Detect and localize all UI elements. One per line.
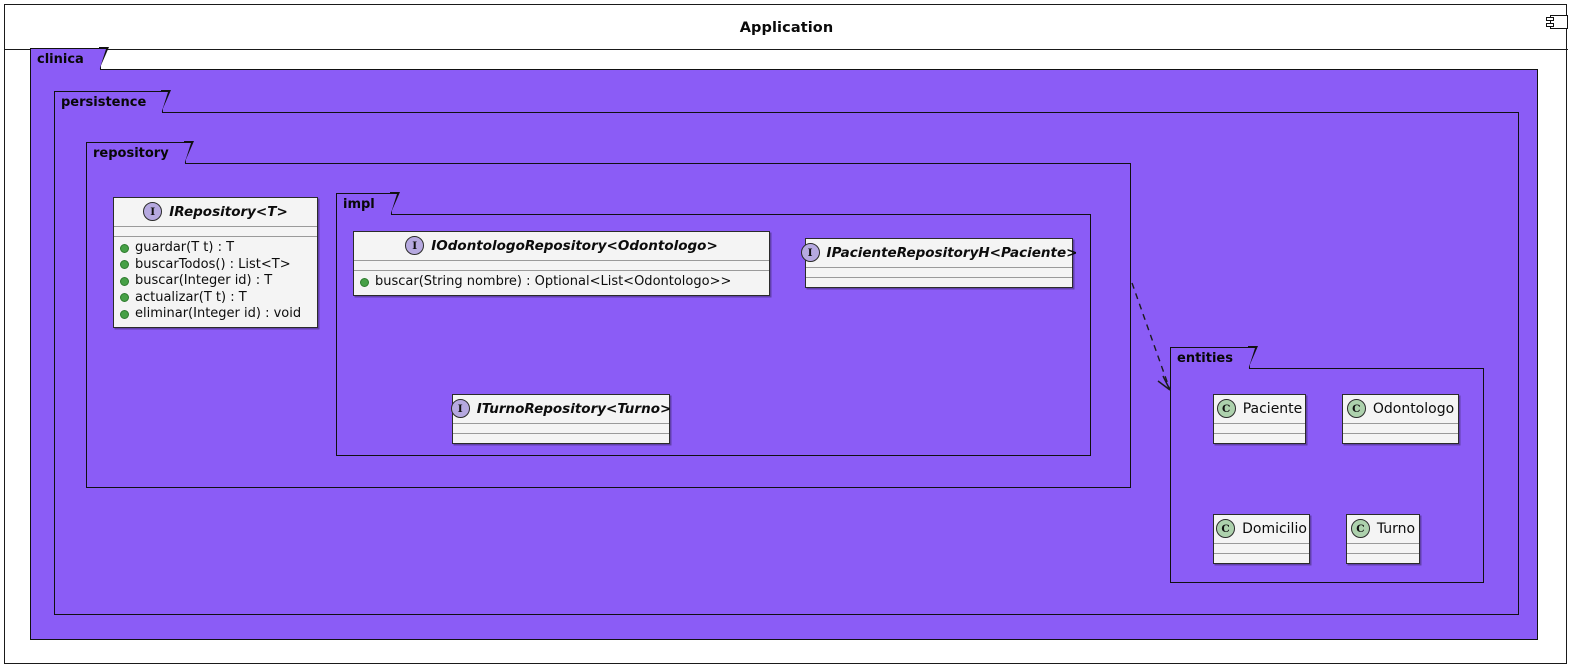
package-label-entities: entities xyxy=(1177,351,1233,366)
component-icon-tab-upper xyxy=(1546,17,1554,21)
class-turno-attributes xyxy=(1347,544,1419,554)
interface-irepository-name: IRepository<T> xyxy=(169,203,288,220)
interface-iodontologorepository-header: I IOdontologoRepository<Odontologo> xyxy=(354,232,769,261)
class-domicilio-attributes xyxy=(1214,544,1309,554)
visibility-public-icon xyxy=(120,260,129,270)
class-turno-header: C Turno xyxy=(1347,515,1419,544)
visibility-public-icon xyxy=(120,309,129,319)
visibility-public-icon xyxy=(120,276,129,286)
interface-iodontologorepository-name: IOdontologoRepository<Odontologo> xyxy=(431,237,718,254)
method-label: guardar(T t) : T xyxy=(135,240,235,255)
page-title: Application xyxy=(739,20,834,36)
component-icon-tab-lower xyxy=(1546,23,1554,27)
class-domicilio-header: C Domicilio xyxy=(1214,515,1309,544)
interface-ipacienterepositoryh[interactable]: I IPacienteRepositoryH<Paciente> xyxy=(800,238,1077,288)
interface-iturnorepository-name: ITurnoRepository<Turno> xyxy=(476,400,672,417)
class-domicilio-name: Domicilio xyxy=(1242,520,1307,537)
interface-stereotype-icon: I xyxy=(143,202,163,221)
method-label: actualizar(T t) : T xyxy=(135,289,247,305)
method-row: actualizar(T t) : T xyxy=(120,290,311,307)
package-tab-clinica: clinica xyxy=(30,47,109,71)
class-stereotype-icon: C xyxy=(1350,519,1370,538)
interface-ipacienterepositoryh-attributes xyxy=(806,268,1072,278)
method-row: eliminar(Integer id) : void xyxy=(120,306,311,323)
package-tab-impl: impl xyxy=(336,192,400,216)
class-turno-name: Turno xyxy=(1376,520,1416,537)
class-odontologo-attributes xyxy=(1343,424,1458,434)
class-paciente-attributes xyxy=(1214,424,1305,434)
package-label-impl: impl xyxy=(343,197,375,212)
interface-iturnorepository-header: I ITurnoRepository<Turno> xyxy=(450,395,672,424)
interface-irepository-methods: guardar(T t) : T buscarTodos() : List<T>… xyxy=(114,237,317,327)
component-icon-body xyxy=(1550,15,1568,29)
package-tab-repository: repository xyxy=(86,141,194,165)
class-odontologo-methods xyxy=(1343,434,1458,443)
method-row: guardar(T t) : T xyxy=(120,240,311,257)
interface-irepository[interactable]: I IRepository<T> guardar(T t) : T buscar… xyxy=(113,197,318,328)
package-label-persistence: persistence xyxy=(61,95,147,110)
package-label-repository: repository xyxy=(93,146,169,161)
interface-iturnorepository-attributes xyxy=(453,424,669,434)
class-stereotype-icon: C xyxy=(1216,399,1236,418)
interface-iodontologorepository-attributes xyxy=(354,261,769,271)
class-odontologo[interactable]: C Odontologo xyxy=(1342,394,1459,444)
interface-irepository-attributes xyxy=(114,227,317,237)
component-icon xyxy=(1546,15,1568,29)
visibility-public-icon xyxy=(360,277,369,287)
class-paciente-methods xyxy=(1214,434,1305,443)
class-turno-methods xyxy=(1347,554,1419,563)
interface-ipacienterepositoryh-name: IPacienteRepositoryH<Paciente> xyxy=(826,244,1078,261)
class-paciente-name: Paciente xyxy=(1242,400,1303,417)
interface-stereotype-icon: I xyxy=(405,236,425,255)
method-row: buscar(String nombre) : Optional<List<Od… xyxy=(360,274,763,291)
interface-irepository-header: I IRepository<T> xyxy=(114,198,317,227)
title-divider xyxy=(5,49,1568,50)
class-paciente[interactable]: C Paciente xyxy=(1213,394,1306,444)
class-turno[interactable]: C Turno xyxy=(1346,514,1420,564)
class-domicilio[interactable]: C Domicilio xyxy=(1213,514,1310,564)
interface-iturnorepository-methods xyxy=(453,434,669,443)
method-label: buscar(Integer id) : T xyxy=(135,273,273,288)
interface-stereotype-icon: I xyxy=(800,243,820,262)
method-label: buscar(String nombre) : Optional<List<Od… xyxy=(375,274,732,289)
visibility-public-icon xyxy=(120,243,129,253)
interface-stereotype-icon: I xyxy=(450,399,470,418)
package-label-clinica: clinica xyxy=(37,52,84,67)
interface-iodontologorepository[interactable]: I IOdontologoRepository<Odontologo> busc… xyxy=(353,231,770,296)
interface-iturnorepository[interactable]: I ITurnoRepository<Turno> xyxy=(450,394,672,444)
visibility-public-icon xyxy=(120,293,129,303)
method-row: buscarTodos() : List<T> xyxy=(120,257,311,274)
class-stereotype-icon: C xyxy=(1346,399,1366,418)
class-odontologo-name: Odontologo xyxy=(1372,400,1455,417)
method-label: buscarTodos() : List<T> xyxy=(135,256,291,272)
package-tab-persistence: persistence xyxy=(54,90,172,114)
interface-iodontologorepository-methods: buscar(String nombre) : Optional<List<Od… xyxy=(354,271,769,295)
class-stereotype-icon: C xyxy=(1216,519,1236,538)
method-row: buscar(Integer id) : T xyxy=(120,273,311,290)
class-paciente-header: C Paciente xyxy=(1214,395,1305,424)
class-odontologo-header: C Odontologo xyxy=(1343,395,1458,424)
method-label: eliminar(Integer id) : void xyxy=(135,306,302,321)
class-domicilio-methods xyxy=(1214,554,1309,563)
interface-ipacienterepositoryh-methods xyxy=(806,278,1072,287)
interface-ipacienterepositoryh-header: I IPacienteRepositoryH<Paciente> xyxy=(800,239,1077,268)
package-tab-entities: entities xyxy=(1170,346,1258,370)
